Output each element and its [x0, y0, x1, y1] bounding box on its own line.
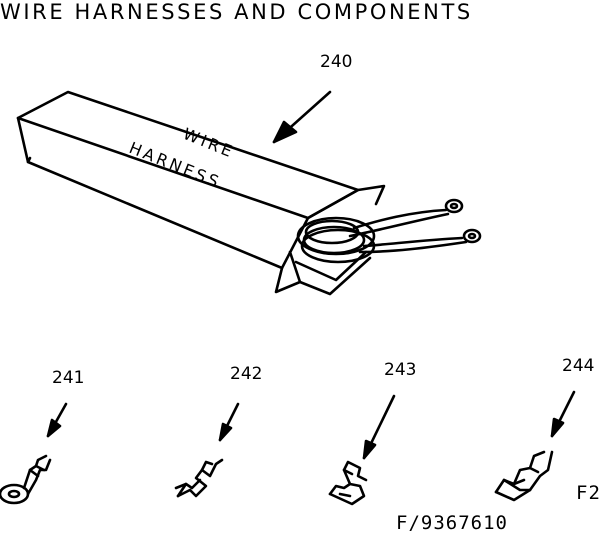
diagram-title: WIRE HARNESSES AND COMPONENTS	[0, 0, 473, 24]
wire-harness-box	[16, 90, 482, 296]
part-ref-241: 241	[52, 368, 85, 388]
terminal-243	[328, 460, 368, 506]
part-ref-243: 243	[384, 360, 417, 380]
part-ref-244: 244	[562, 356, 595, 376]
figure-code: F2	[576, 482, 601, 504]
part-ref-240: 240	[320, 52, 353, 72]
terminal-241	[0, 454, 52, 505]
terminal-244	[494, 450, 554, 502]
part-ref-242: 242	[230, 364, 263, 384]
terminal-242	[174, 458, 224, 498]
box-label-line1: WIRE	[181, 124, 238, 162]
drawing-number: F/9367610	[396, 512, 508, 534]
